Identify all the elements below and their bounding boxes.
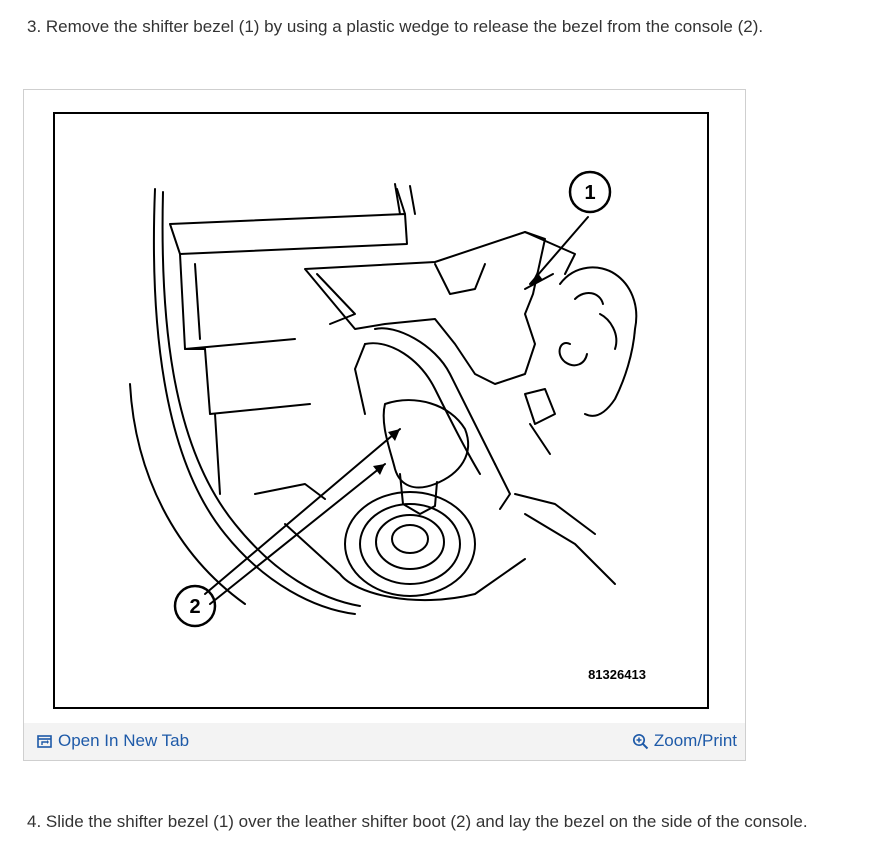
open-in-new-tab-link[interactable]: Open In New Tab (36, 731, 189, 751)
zoom-print-label: Zoom/Print (653, 731, 737, 750)
step-3-text: 3. Remove the shifter bezel (1) by using… (27, 17, 764, 36)
step-4-text: 4. Slide the shifter bezel (1) over the … (27, 812, 808, 831)
figure-frame: 1 2 81326413 (53, 112, 709, 709)
open-in-new-tab-label: Open In New Tab (58, 731, 190, 750)
figure-id-label: 81326413 (588, 667, 646, 682)
figure-toolbar: Open In New Tab Zoom/Print (24, 723, 745, 760)
zoom-print-link[interactable]: Zoom/Print (632, 731, 737, 751)
figure-card: 1 2 81326413 Open In New Tab Zoom/Print (23, 89, 746, 761)
shifter-bezel-diagram: 1 2 81326413 (129, 170, 646, 682)
open-new-tab-icon (37, 734, 52, 748)
callout-1-label: 1 (584, 182, 595, 204)
callout-2-label: 2 (189, 596, 200, 618)
zoom-in-icon (632, 733, 649, 749)
